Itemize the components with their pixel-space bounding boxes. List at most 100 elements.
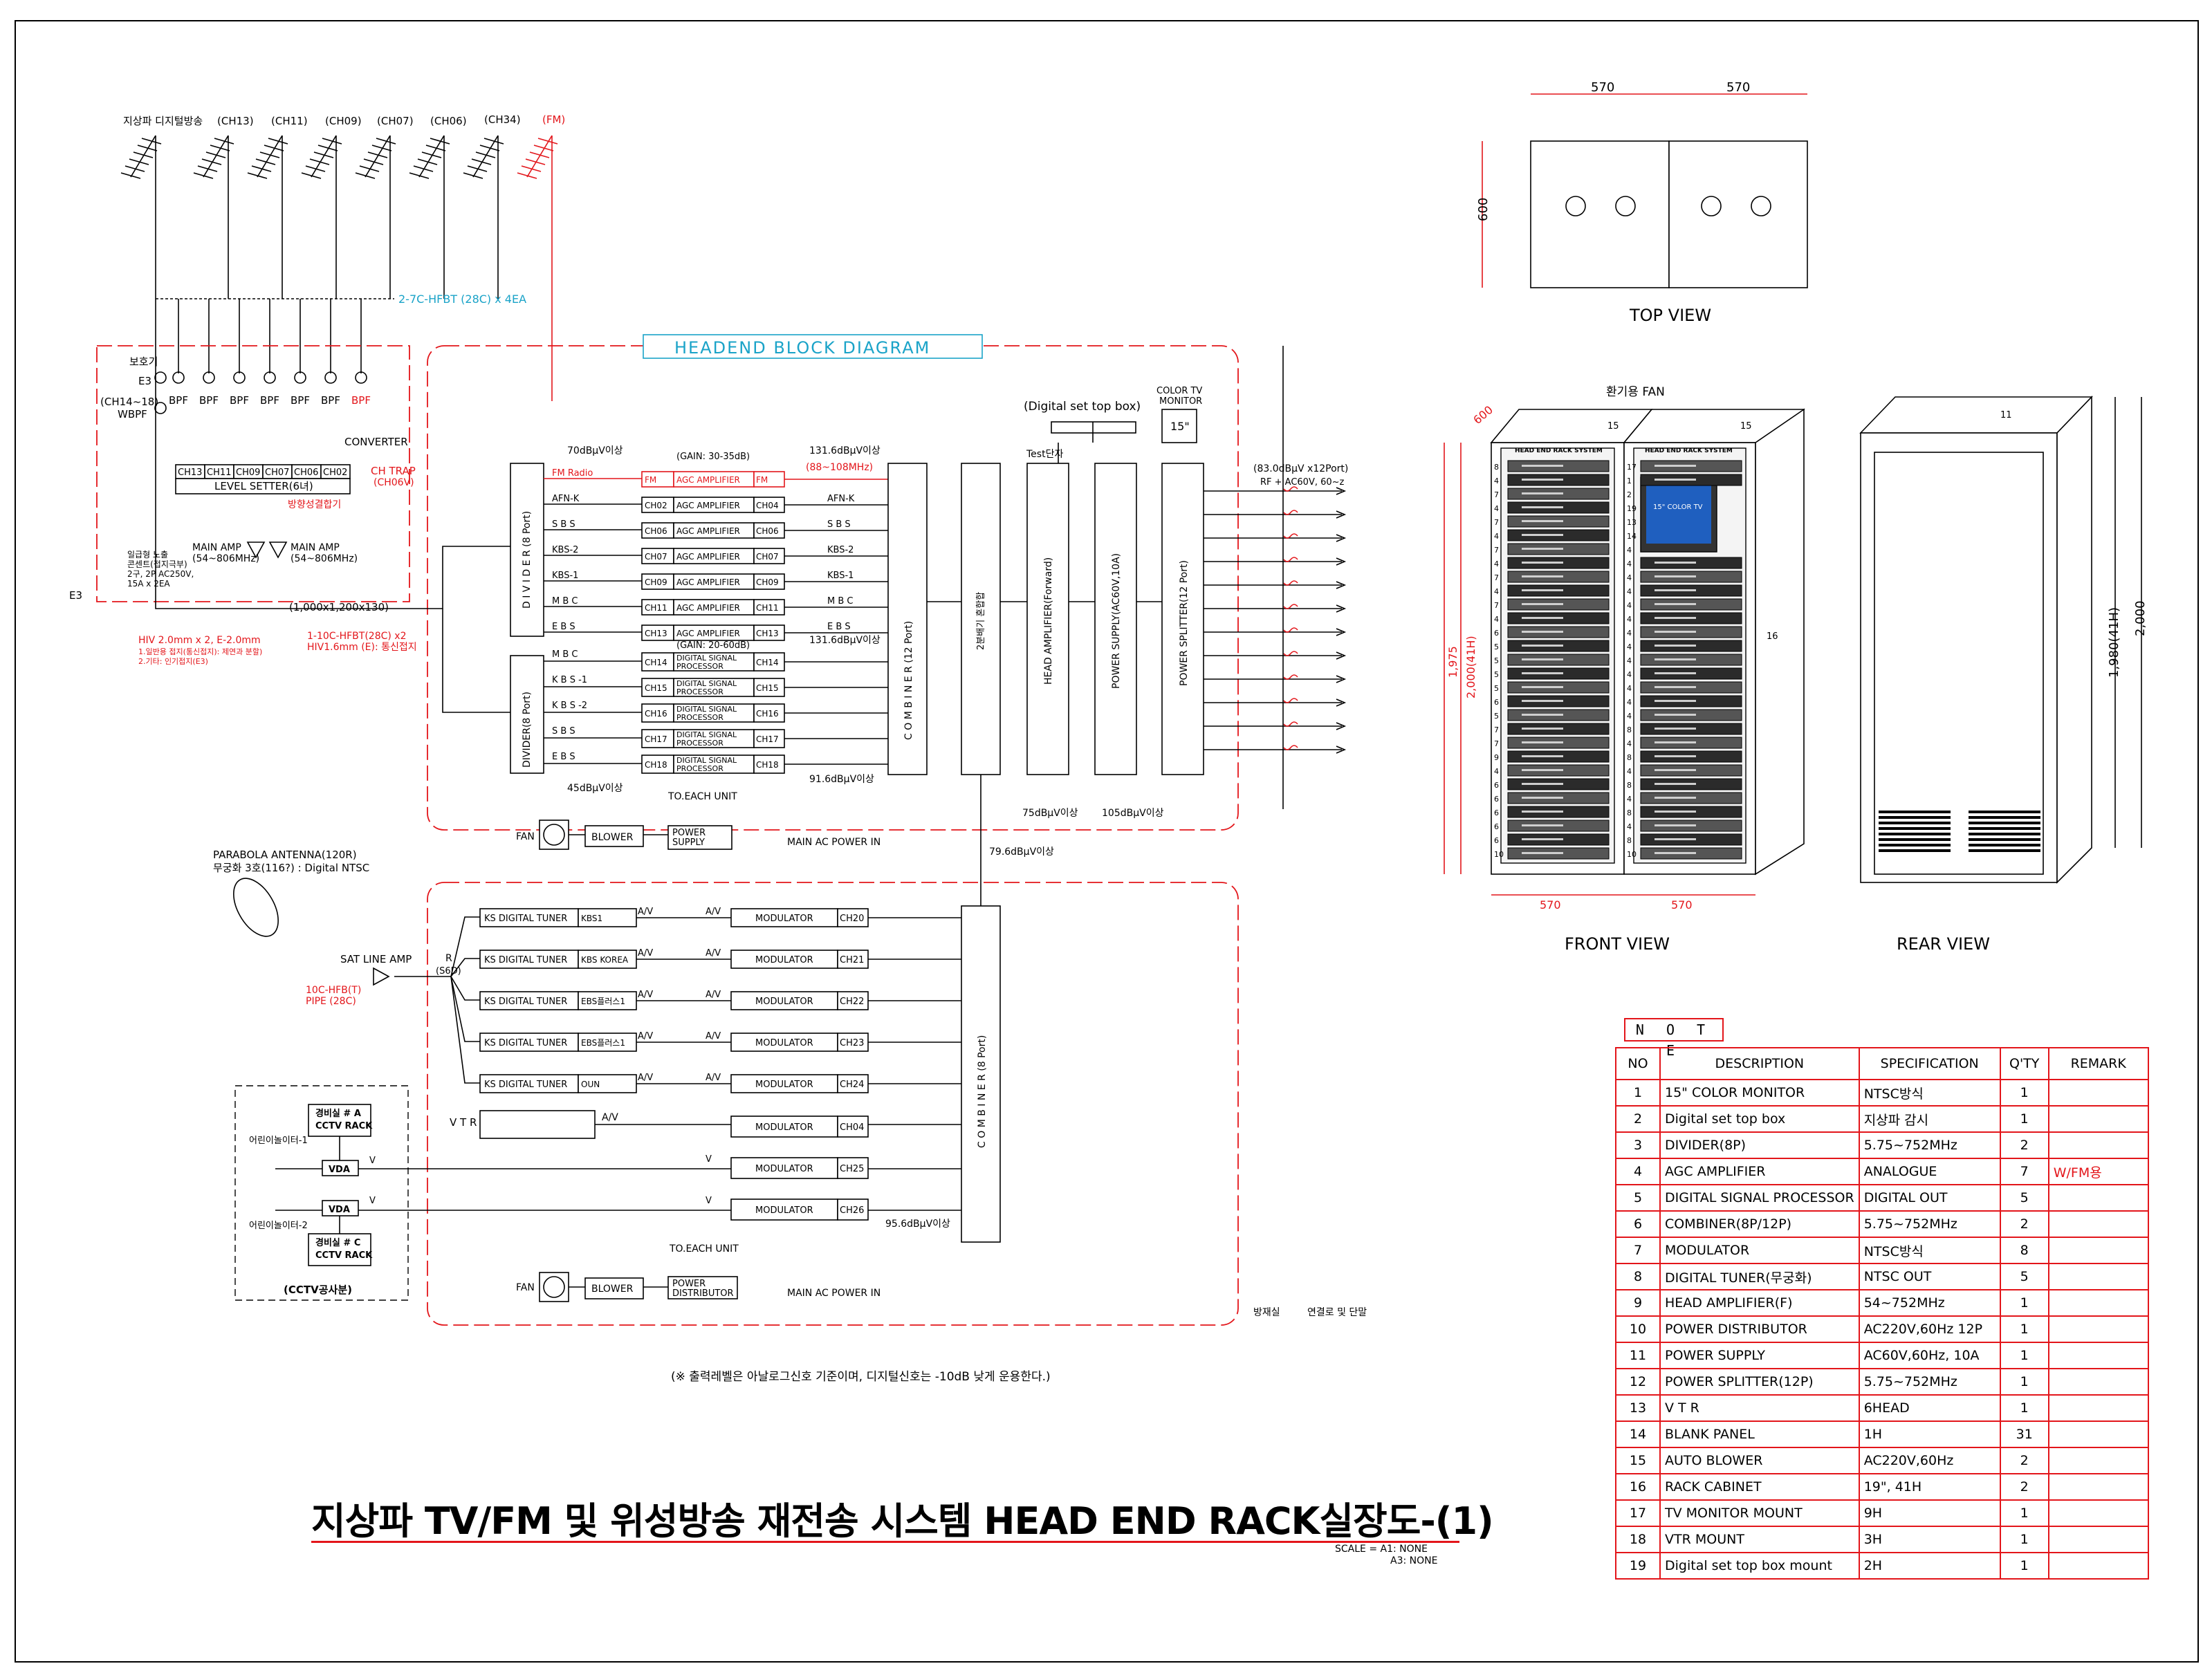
main-amp-2-symbol — [268, 542, 288, 559]
note-no: 19 — [1615, 1552, 1661, 1580]
dsp-ch-box — [641, 703, 674, 723]
rack-unit-label-strip — [1655, 479, 1696, 481]
monitor-size: 15" — [1170, 420, 1190, 433]
antenna-icon — [463, 135, 504, 299]
mixer-label: 2분배기 혼합합 — [976, 592, 986, 650]
vtr-mod: MODULATOR — [755, 1122, 813, 1133]
agc-input-label: FM Radio — [552, 468, 593, 479]
output-arrow — [1336, 628, 1347, 636]
fan-label-2: FAN — [516, 1282, 535, 1293]
rack-unit-number: 6 — [1494, 795, 1499, 804]
note-specification: 3H — [1858, 1526, 2001, 1553]
antenna-icon — [409, 135, 450, 299]
blower-label-1: BLOWER — [591, 832, 634, 843]
fan-15b: 15 — [1740, 421, 1752, 432]
tuner-ch: KBS KOREA — [581, 955, 629, 965]
tuner-ch-box — [578, 991, 637, 1010]
e3-label: E3 — [138, 375, 151, 387]
fan-box-1 — [539, 820, 569, 850]
note-remark — [2047, 1263, 2149, 1290]
rack-unit-label-strip — [1522, 838, 1563, 840]
agc-output-label: KBS-2 — [827, 545, 854, 555]
note-header-remark: REMARK — [2047, 1047, 2149, 1080]
rack-unit-label-strip — [1522, 562, 1563, 564]
modulator-out-box — [837, 950, 869, 969]
power-note-4: 15A x 2EA — [127, 579, 170, 589]
rack-unit-number: 5 — [1494, 684, 1499, 693]
vent-slot — [1879, 844, 1951, 846]
note-description: MODULATOR — [1659, 1237, 1860, 1264]
level-setter-channel: CH06 — [294, 468, 318, 478]
rack-unit-number: 7 — [1494, 518, 1499, 527]
blower-label-2: BLOWER — [591, 1284, 634, 1295]
sat-antenna-sub: 무궁화 3호(116?) : Digital NTSC — [213, 862, 369, 874]
dsp-out-ch: CH17 — [756, 734, 779, 744]
rack-unit-number: 4 — [1627, 559, 1632, 568]
rack-unit-number: 5 — [1494, 670, 1499, 679]
rack-unit-label-strip — [1522, 465, 1563, 467]
tuner-ch-box — [578, 908, 637, 927]
sat-amp-symbol — [373, 967, 390, 986]
dsp-device-box — [673, 729, 755, 748]
rack-unit-number: 6 — [1494, 698, 1499, 707]
vent-slot — [1879, 849, 1951, 852]
converter-label: CONVERTER — [344, 436, 408, 448]
modulator-av: A/V — [706, 948, 721, 959]
tuner-box — [479, 1074, 579, 1093]
level-out-3: 91.6dBμV이상 — [809, 774, 874, 785]
tap-symbol — [1283, 510, 1298, 515]
vent-slot — [1969, 849, 2040, 852]
rack-unit-number: 5 — [1494, 642, 1499, 651]
tuner-av: A/V — [638, 1031, 653, 1042]
rack-unit-number: 6 — [1494, 808, 1499, 817]
main-amp-2: MAIN AMP — [291, 542, 340, 553]
rack-unit-number: 7 — [1494, 573, 1499, 582]
rack-unit-number: 4 — [1627, 684, 1632, 693]
room-left: 방재실 — [1253, 1307, 1280, 1318]
dsp-device-box — [673, 703, 755, 723]
note-no: 17 — [1615, 1499, 1661, 1527]
rack-unit-label-strip — [1655, 714, 1696, 716]
rack-unit-label-strip — [1655, 755, 1696, 757]
tap-symbol — [1283, 745, 1298, 750]
antenna-label-7: (FM) — [542, 113, 565, 126]
monitor-text: 15" COLOR TV — [1653, 503, 1703, 511]
rack-unit-label-strip — [1522, 548, 1563, 550]
rack-unit-number: 4 — [1627, 698, 1632, 707]
modulator-av: A/V — [706, 1073, 721, 1083]
kids-1: 어린이놀이터-1 — [249, 1136, 308, 1146]
rack-unit-number: 4 — [1494, 476, 1499, 485]
attenuator-icon — [172, 371, 185, 384]
tuner-ch: KBS1 — [581, 914, 602, 923]
rack-unit-label-strip — [1655, 465, 1696, 467]
level-head: 75dBμV이상 — [1022, 808, 1078, 819]
cable-1: 1-10C-HFBT(28C) x2 — [307, 631, 407, 642]
rack-unit-label-strip — [1522, 824, 1563, 826]
front-view-label: FRONT VIEW — [1565, 934, 1670, 954]
note-header-description: DESCRIPTION — [1659, 1047, 1860, 1080]
note-remark — [2047, 1473, 2149, 1501]
rear-view-label: REAR VIEW — [1897, 934, 1990, 954]
vent-slot — [1879, 838, 1951, 841]
sat-level-out: 95.6dBμV이상 — [885, 1219, 950, 1230]
note-remark — [2047, 1131, 2149, 1159]
out-25-box — [837, 1157, 869, 1179]
footnote: (※ 출력레벨은 아날로그신호 기준이며, 디지털신호는 -10dB 낮게 운용… — [671, 1370, 1051, 1384]
note-qty: 1 — [1999, 1315, 2049, 1343]
sheet-border — [15, 20, 2199, 1663]
note-description: RACK CABINET — [1659, 1473, 1860, 1501]
vtr-out: CH04 — [840, 1122, 864, 1133]
note-specification: 2H — [1858, 1552, 2001, 1580]
rack-unit-number: 5 — [1494, 712, 1499, 721]
rear-h2: 2,000 — [2133, 600, 2148, 636]
protector-label: 보호기 — [129, 355, 158, 368]
rack-unit-label-strip — [1522, 728, 1563, 730]
note-description: POWER SPLITTER(12P) — [1659, 1368, 1860, 1396]
attenuator-icon — [355, 371, 367, 384]
